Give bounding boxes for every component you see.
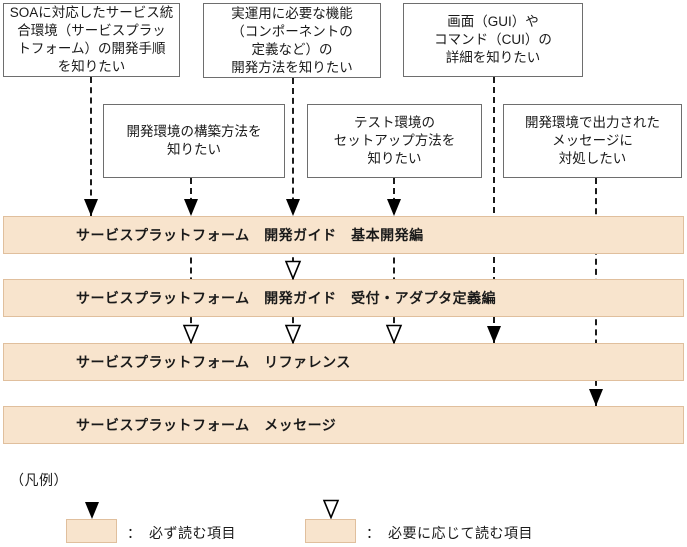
manual-bar-dev-guide-basic: サービスプラットフォーム 開発ガイド 基本開発編 bbox=[3, 216, 684, 254]
manual-bar-label: サービスプラットフォーム 開発ガイド 基本開発編 bbox=[76, 227, 424, 243]
manual-bar-label: サービスプラットフォーム リファレンス bbox=[76, 354, 351, 370]
required-arrow-icon bbox=[485, 325, 503, 344]
manual-bar-label: サービスプラットフォーム 開発ガイド 受付・アダプタ定義編 bbox=[76, 290, 497, 306]
connector-line bbox=[90, 77, 92, 216]
required-arrow-icon bbox=[83, 501, 101, 520]
question-box-handle-messages: 開発環境で出力された メッセージに 対処したい bbox=[503, 104, 682, 178]
question-box-test-env-setup: テスト環境の セットアップ方法を 知りたい bbox=[307, 104, 482, 178]
required-arrow-icon bbox=[385, 198, 403, 217]
legend-optional-swatch bbox=[305, 519, 356, 543]
optional-arrow-icon bbox=[322, 499, 340, 520]
legend-title: （凡例） bbox=[10, 472, 68, 488]
legend-required-swatch bbox=[66, 519, 117, 543]
connector-line bbox=[393, 178, 395, 343]
optional-arrow-icon bbox=[182, 324, 200, 345]
required-arrow-icon bbox=[284, 198, 302, 217]
manual-bar-label: サービスプラットフォーム メッセージ bbox=[76, 417, 337, 433]
question-box-soa-procedure: SOAに対応したサービス統 合環境（サービスプラッ トフォーム）の開発手順 を知… bbox=[3, 3, 180, 77]
legend-required-label: ： 必ず読む項目 bbox=[127, 525, 236, 541]
optional-arrow-icon bbox=[385, 324, 403, 345]
question-box-gui-cui-details: 画面（GUI）や コマンド（CUI）の 詳細を知りたい bbox=[403, 3, 583, 77]
question-box-build-dev-env: 開発環境の構築方法を 知りたい bbox=[103, 104, 285, 178]
optional-arrow-icon bbox=[284, 260, 302, 281]
manual-bar-dev-guide-reception-adapter: サービスプラットフォーム 開発ガイド 受付・アダプタ定義編 bbox=[3, 279, 684, 317]
manual-bar-messages: サービスプラットフォーム メッセージ bbox=[3, 406, 684, 444]
connector-line bbox=[190, 178, 192, 343]
required-arrow-icon bbox=[587, 388, 605, 407]
optional-arrow-icon bbox=[284, 324, 302, 345]
legend-optional-label: ： 必要に応じて読む項目 bbox=[366, 525, 533, 541]
required-arrow-icon bbox=[82, 198, 100, 217]
question-box-production-features: 実運用に必要な機能 （コンポーネントの 定義など）の 開発方法を知りたい bbox=[203, 3, 381, 78]
manual-bar-reference: サービスプラットフォーム リファレンス bbox=[3, 343, 684, 381]
connector-line bbox=[493, 77, 495, 343]
required-arrow-icon bbox=[182, 198, 200, 217]
